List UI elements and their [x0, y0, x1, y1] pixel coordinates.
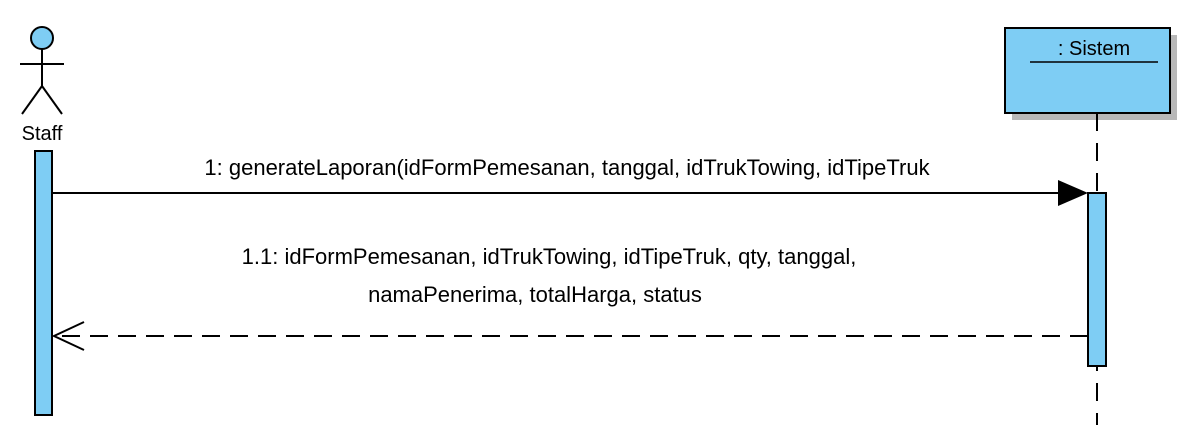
actor-right-leg — [41, 85, 63, 115]
return-message-label-line2: namaPenerima, totalHarga, status — [368, 282, 702, 307]
call-arrowhead — [1058, 180, 1088, 206]
sistem-activation-bar — [1087, 192, 1107, 367]
staff-activation-bar — [34, 150, 53, 416]
object-box — [1004, 27, 1171, 114]
message-return: 1.1: idFormPemesanan, idTrukTowing, idTi… — [51, 244, 1088, 351]
call-message-label: 1: generateLaporan(idFormPemesanan, tang… — [204, 155, 930, 180]
return-arrowhead — [51, 321, 85, 351]
object-sistem: : Sistem — [1004, 27, 1177, 120]
return-message-label-line1: 1.1: idFormPemesanan, idTrukTowing, idTi… — [242, 244, 857, 269]
actor-label: Staff — [22, 123, 63, 145]
actor-head — [30, 26, 54, 50]
object-label: : Sistem — [1058, 38, 1130, 60]
actor-left-leg — [21, 85, 43, 115]
actor-staff: Staff — [20, 26, 64, 145]
message-call: 1: generateLaporan(idFormPemesanan, tang… — [52, 155, 1088, 206]
